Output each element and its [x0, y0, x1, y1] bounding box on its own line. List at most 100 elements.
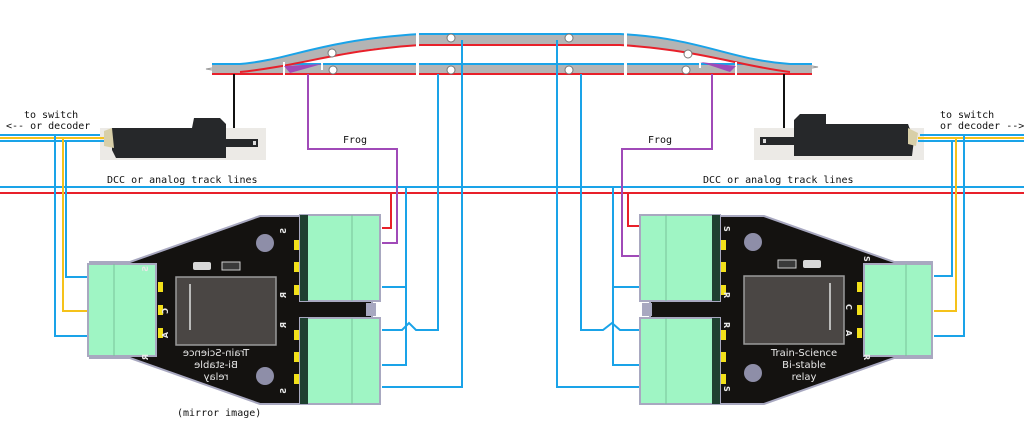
throw-bar-hole [253, 141, 256, 145]
input-wire-s [65, 142, 88, 278]
rail-gap [624, 32, 627, 48]
input-wire-r [54, 136, 88, 337]
to-switch-left-label-1: to switch [24, 110, 78, 121]
input-wire-s [934, 142, 953, 277]
upper-track-blue-rail [239, 33, 791, 65]
feeder-point [683, 49, 693, 59]
frog-label-left: Frog [343, 135, 367, 146]
blue-feed-wire-1 [382, 187, 407, 288]
wiring-right [556, 40, 1024, 388]
frog-label-right: Frog [648, 135, 672, 146]
board-slot [300, 303, 372, 316]
solder-pads [721, 240, 862, 384]
dcc-bus [0, 186, 1024, 194]
rail-gap [416, 32, 419, 48]
frog-wire [621, 74, 713, 257]
board-title-line-1: Train-Science [183, 348, 250, 359]
dcc-label-right: DCC or analog track lines [703, 175, 854, 186]
feeder-points [327, 33, 693, 75]
upper-track-red-rail [239, 44, 791, 73]
switch-machine-right [754, 74, 924, 160]
output-terminal-bottom [299, 317, 381, 405]
blue-feed-wire-4 [382, 40, 463, 388]
smd-resistor [193, 262, 211, 270]
track-end-left [205, 67, 213, 71]
rail-gap [624, 62, 627, 76]
dcc-label-left: DCC or analog track lines [107, 175, 258, 186]
throw-bar-hole [763, 139, 766, 143]
pin-label-a: A [844, 330, 853, 337]
to-switch-right-label-2: or decoder --> [940, 121, 1024, 132]
feeder-point [681, 65, 691, 75]
blue-feed-wire-3 [612, 287, 640, 366]
output-terminal-top [639, 214, 721, 302]
board-title-line-3: relay [792, 372, 817, 383]
pin-label-r: R [862, 354, 871, 360]
smd-diode [221, 261, 241, 271]
relay-board-left: S A C R S R R S Train-Science Bi-stable … [87, 214, 381, 405]
frog-right [700, 62, 736, 72]
pin-label-s: S [279, 388, 288, 394]
output-terminal-top [299, 214, 381, 302]
board-title-line-2: Bi-stable [194, 360, 238, 371]
lower-track-rail-bed [212, 64, 812, 74]
frog-left [284, 64, 322, 73]
blue-feed-wire-2 [580, 74, 640, 331]
relay-chip [175, 276, 277, 346]
pin-label-c: C [844, 304, 853, 310]
solder-pads [158, 240, 299, 384]
pin-label-s: S [722, 386, 731, 392]
connector-plug [908, 128, 918, 146]
mounting-hole [744, 364, 762, 382]
feeder-point [564, 33, 574, 43]
input-wire-c [934, 139, 957, 312]
mounting-hole [744, 233, 762, 251]
relay-board-right: S C A R S R R S Train-Science Bi-stable … [639, 214, 933, 405]
pin-label-r: R [279, 322, 288, 328]
pin-label-r: R [722, 292, 731, 298]
switch-machine-left [100, 74, 266, 160]
mounting-hole [256, 234, 274, 252]
crossover-track [205, 32, 819, 76]
red-feed-wire [382, 193, 392, 229]
frog-wire [307, 74, 398, 244]
switch-machine-body [794, 114, 914, 156]
board-slot-edge [642, 303, 652, 316]
feeder-point [446, 33, 456, 43]
feeder-point [328, 65, 338, 75]
connector-plug [104, 128, 114, 148]
input-wire-r [934, 136, 965, 337]
pin-label-a: A [161, 332, 170, 339]
output-terminal-bottom [639, 317, 721, 405]
feeder-point [327, 48, 337, 58]
input-wire-c [62, 139, 88, 312]
feeder-point [446, 65, 456, 75]
throw-bar [760, 137, 796, 145]
track-end-right [811, 65, 819, 69]
smd-diode [777, 259, 797, 269]
pin-label-r: R [279, 292, 288, 298]
switch-machine-body [112, 118, 226, 158]
board-title-line-1: Train-Science [770, 348, 837, 359]
blue-feed-wire-1 [612, 187, 640, 288]
blue-feed-wire-3 [382, 287, 407, 366]
blue-feed-wire-4 [556, 40, 640, 388]
pin-label-s: S [279, 228, 288, 234]
relay-chip [743, 275, 845, 345]
pin-label-s: S [722, 226, 731, 232]
upper-track-rail-bed [240, 34, 790, 71]
board-title-line-2: Bi-stable [782, 360, 826, 371]
blue-feed-wire-2 [382, 74, 439, 331]
input-terminal-block [87, 263, 157, 357]
board-slot [650, 303, 720, 316]
throw-bar [224, 139, 258, 147]
rail-gap [416, 62, 419, 76]
mirror-image-note: (mirror image) [177, 408, 261, 419]
pin-label-c: C [161, 308, 170, 314]
smd-resistor [803, 260, 821, 268]
board-title-line-3: relay [203, 372, 228, 383]
feeder-point [564, 65, 574, 75]
pin-label-r: R [722, 322, 731, 328]
wiring-left [0, 40, 463, 388]
